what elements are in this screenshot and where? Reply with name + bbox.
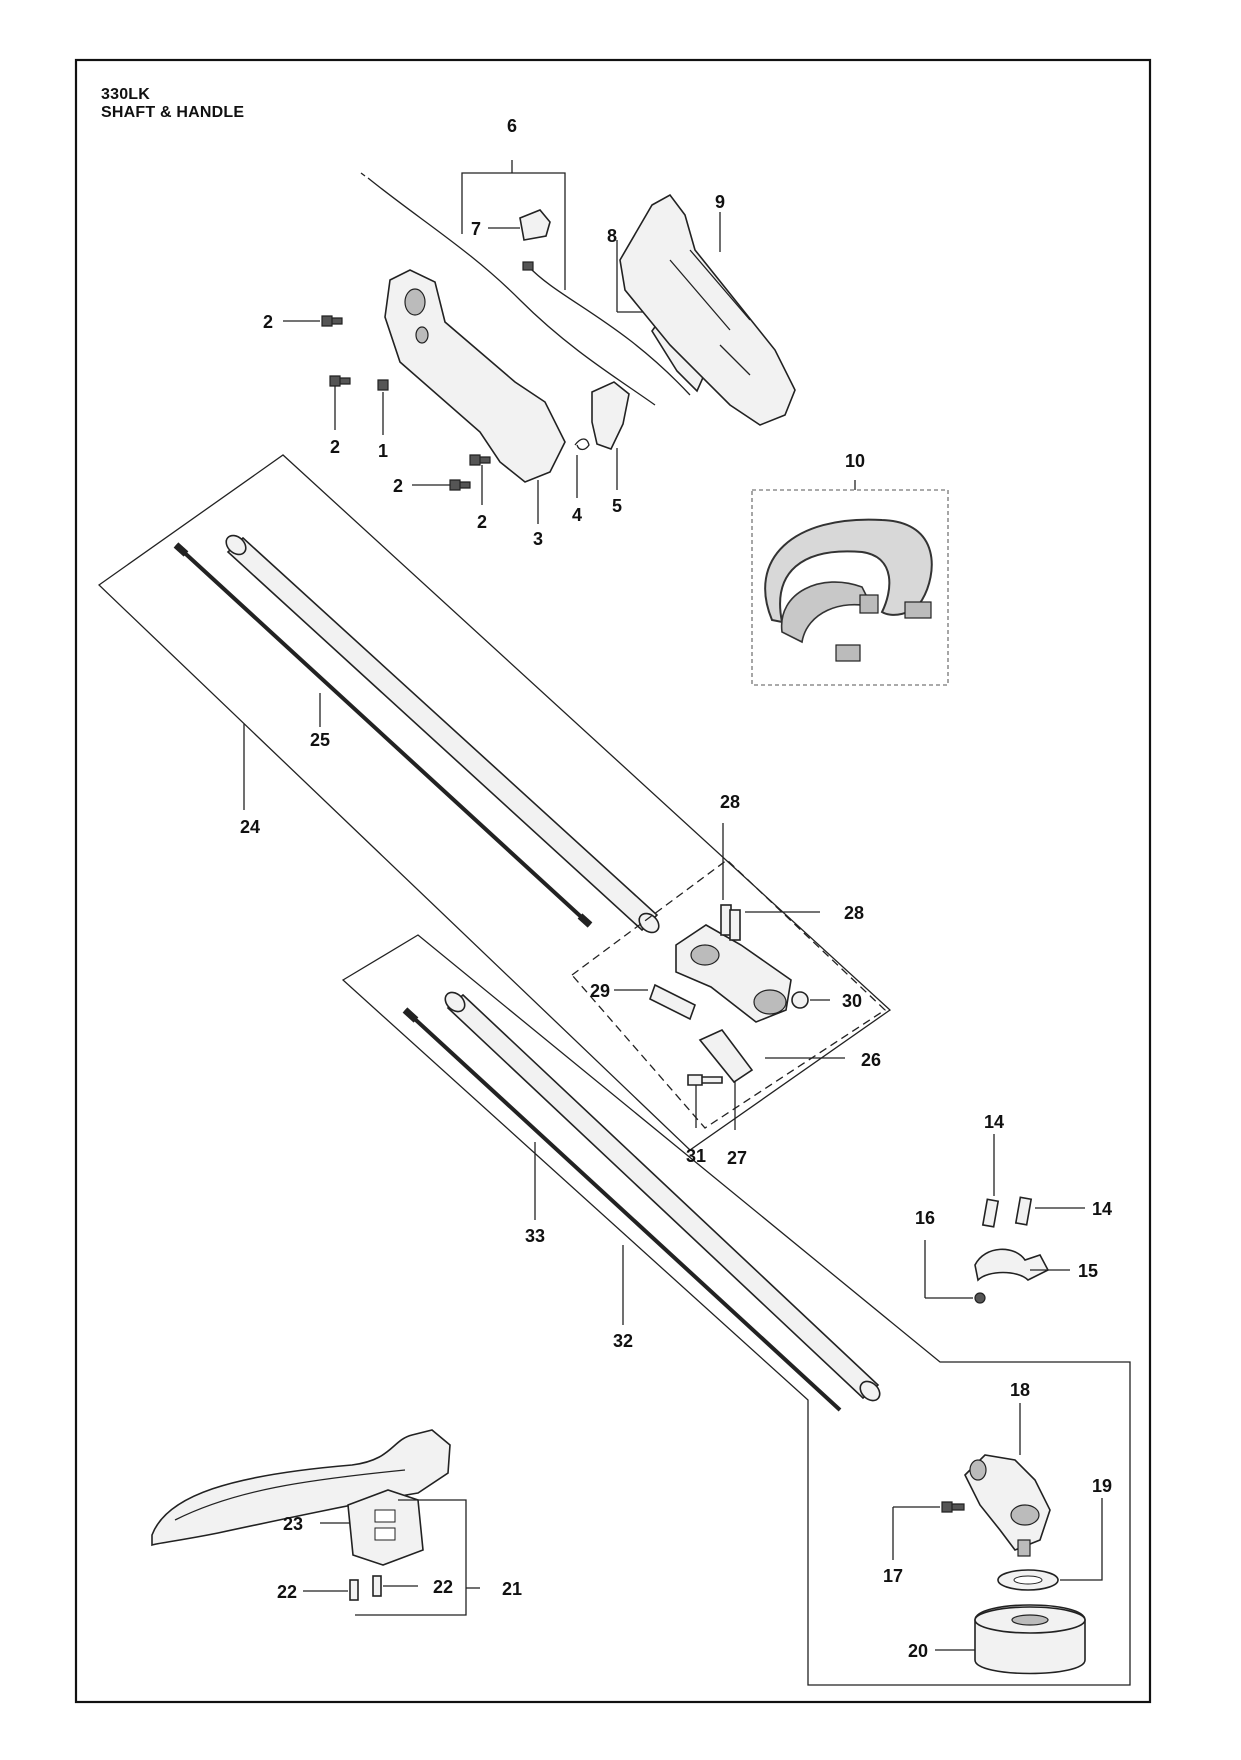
callout-17: 17: [883, 1566, 903, 1586]
lower-shaft-assembly: [341, 934, 1131, 1686]
callout-21: 21: [502, 1579, 522, 1599]
callout-2d: 2: [477, 512, 487, 532]
upper-shaft-assembly: [97, 454, 892, 1151]
callout-27: 27: [727, 1148, 747, 1168]
part-28-screw-b: [729, 909, 741, 941]
callout-30: 30: [842, 991, 862, 1011]
callout-14b: 14: [1092, 1199, 1112, 1219]
callout-7: 7: [471, 219, 481, 239]
callout-2c: 2: [393, 476, 403, 496]
lower-shaft-tube: [446, 993, 880, 1400]
callout-9: 9: [715, 192, 725, 212]
callout-20: 20: [908, 1641, 928, 1661]
part-17-screw: [941, 1501, 965, 1513]
callout-18: 18: [1010, 1380, 1030, 1400]
part-3-handle-tube: [384, 269, 566, 483]
part-5-lever: [591, 381, 630, 450]
callout-labels: 1 2 2 2 2 3 4 5 6 7 8 9 10 14 14 15 16 1…: [240, 116, 1112, 1661]
callout-8: 8: [607, 226, 617, 246]
part-31-bolt: [687, 1074, 723, 1086]
callout-31: 31: [686, 1146, 706, 1166]
part-1-screw: [377, 379, 389, 391]
part-14-screw-a: [981, 1198, 1000, 1228]
callout-19: 19: [1092, 1476, 1112, 1496]
callout-4: 4: [572, 505, 582, 525]
throttle-cable: [367, 177, 656, 406]
callout-10: 10: [845, 451, 865, 471]
callout-28a: 28: [720, 792, 740, 812]
stop-wire: [527, 265, 691, 396]
callout-24: 24: [240, 817, 260, 837]
part-4-spring: [574, 438, 590, 451]
part-14-screw-b: [1014, 1196, 1033, 1226]
part-27-knob: [698, 1029, 754, 1084]
part-18-gear-head: [964, 1454, 1051, 1551]
callout-22a: 22: [277, 1582, 297, 1602]
callout-25: 25: [310, 730, 330, 750]
bracket-6: [461, 172, 566, 290]
group-outline-24: [97, 454, 892, 1151]
callout-22b: 22: [433, 1577, 453, 1597]
lower-drive-shaft: [403, 1008, 842, 1412]
part-30-nut: [791, 991, 809, 1009]
callout-2a: 2: [263, 312, 273, 332]
callout-3: 3: [533, 529, 543, 549]
guard-assembly: [151, 1429, 480, 1616]
model-title: 330LK: [101, 86, 151, 103]
callout-6: 6: [507, 116, 517, 136]
guard-shield: [151, 1429, 451, 1547]
shaft-coupler-assembly: [571, 823, 887, 1130]
part-9-handle-housing: [619, 193, 796, 426]
upper-shaft-tube: [226, 536, 659, 932]
part-22-screw-b: [372, 1575, 382, 1597]
part-22-screw-a: [349, 1579, 359, 1601]
callout-29: 29: [590, 981, 610, 1001]
callout-5: 5: [612, 496, 622, 516]
part-16-screw: [974, 1292, 986, 1304]
callout-2b: 2: [330, 437, 340, 457]
group-outline-32: [341, 934, 1131, 1686]
part-2-screws: [283, 315, 491, 505]
handle-assembly: [283, 160, 796, 524]
callout-15: 15: [1078, 1261, 1098, 1281]
page-frame: [74, 58, 1152, 1704]
callout-28b: 28: [844, 903, 864, 923]
part-10-loop-handle-kit: [751, 480, 949, 686]
part-7-clip: [519, 209, 551, 241]
clamp-assembly: [924, 1134, 1085, 1304]
callout-16: 16: [915, 1208, 935, 1228]
upper-drive-shaft: [174, 543, 592, 927]
part-15-clamp: [974, 1248, 1050, 1282]
callout-32: 32: [613, 1331, 633, 1351]
callout-26: 26: [861, 1050, 881, 1070]
callout-1: 1: [378, 441, 388, 461]
callout-33: 33: [525, 1226, 545, 1246]
callout-23: 23: [283, 1514, 303, 1534]
section-title: SHAFT & HANDLE: [101, 104, 245, 121]
gear-head-assembly: [892, 1403, 1103, 1675]
part-29-pin: [649, 983, 696, 1021]
callout-14a: 14: [984, 1112, 1004, 1132]
